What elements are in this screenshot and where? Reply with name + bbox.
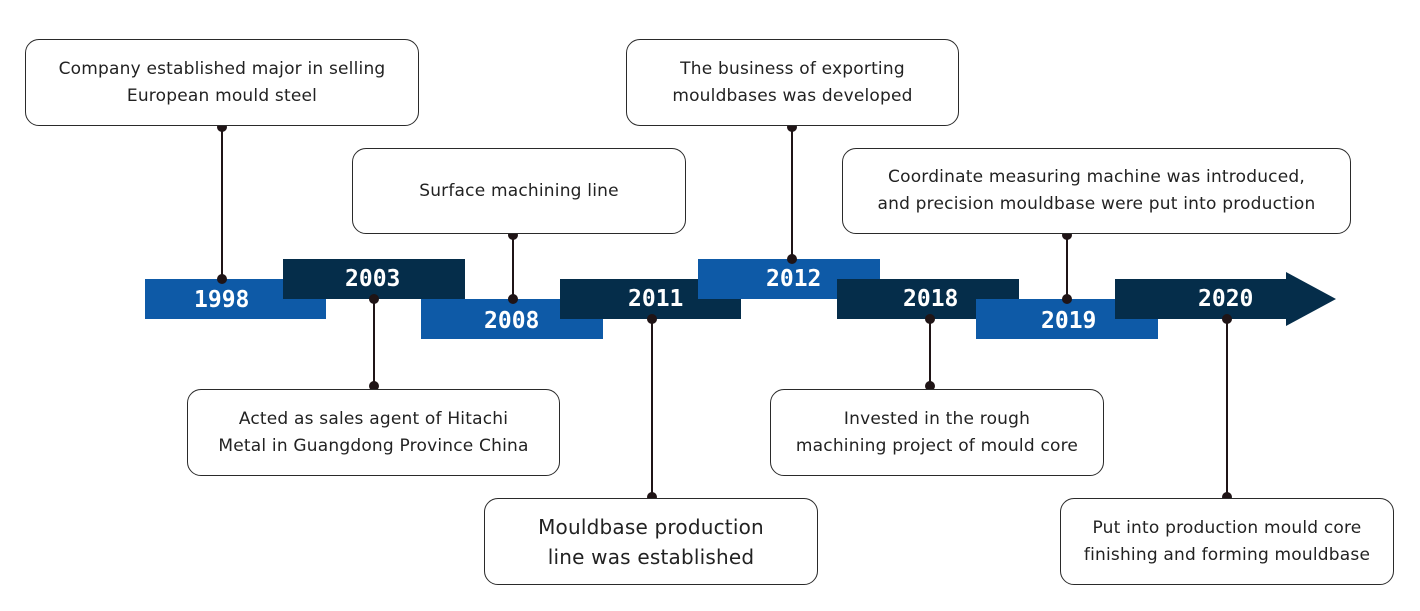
connector-dot [647, 492, 657, 502]
event-box-2011: Mouldbase production line was establishe… [484, 498, 818, 585]
event-text-line: The business of exporting [680, 58, 905, 79]
event-box-2019: Coordinate measuring machine was introdu… [842, 148, 1351, 234]
event-text-line: Invested in the rough [843, 408, 1031, 429]
year-label-2003: 2003 [345, 266, 401, 292]
event-text-line: Acted as sales agent of Hitachi [238, 408, 509, 429]
connector-dot [369, 294, 379, 304]
event-text-line: mouldbases was developed [672, 85, 913, 106]
event-box-2018: Invested in the rough machining project … [770, 389, 1104, 476]
event-box-2020: Put into production mould core finishing… [1060, 498, 1394, 585]
connector-dot [1062, 294, 1072, 304]
connector-dot [369, 381, 379, 391]
event-box-2012: The business of exporting mouldbases was… [626, 39, 959, 126]
event-text-line: Surface machining line [419, 180, 619, 201]
connector-dot [925, 381, 935, 391]
event-text-line: Put into production mould core [1092, 517, 1362, 538]
connector-dot [1222, 314, 1232, 324]
connector-dot [787, 254, 797, 264]
event-text-line: line was established [547, 544, 755, 569]
year-label-2011: 2011 [628, 286, 684, 312]
year-label-2019: 2019 [1041, 308, 1097, 334]
event-text-line: Company established major in selling [58, 58, 386, 79]
connector-dot [647, 314, 657, 324]
band-2003 [283, 259, 465, 299]
connector-dot [217, 274, 227, 284]
event-text-line: European mould steel [126, 85, 318, 106]
event-text-line: Metal in Guangdong Province China [218, 435, 529, 456]
connector-dot [787, 122, 797, 132]
timeline-arrowhead [1286, 272, 1336, 326]
connector-dot [925, 314, 935, 324]
event-box-2008: Surface machining line [352, 148, 686, 234]
event-box-1998: Company established major in selling Eur… [25, 39, 419, 126]
event-text-line: machining project of mould core [795, 435, 1079, 456]
year-label-2012: 2012 [766, 266, 822, 292]
connector-dot [508, 294, 518, 304]
year-label-1998: 1998 [194, 287, 250, 313]
year-label-2020: 2020 [1198, 286, 1254, 312]
connector-dot [1062, 230, 1072, 240]
event-text-line: finishing and forming mouldbase [1083, 544, 1371, 565]
year-label-2018: 2018 [903, 286, 959, 312]
band-2020 [1115, 279, 1287, 319]
event-text-line: and precision mouldbase were put into pr… [877, 194, 1316, 214]
event-text-line: Coordinate measuring machine was introdu… [888, 167, 1305, 187]
event-text-line: Mouldbase production [538, 514, 764, 539]
year-label-2008: 2008 [484, 308, 540, 334]
event-box-2003: Acted as sales agent of Hitachi Metal in… [187, 389, 560, 476]
connector-dot [217, 122, 227, 132]
connector-dot [1222, 492, 1232, 502]
connector-dot [508, 230, 518, 240]
